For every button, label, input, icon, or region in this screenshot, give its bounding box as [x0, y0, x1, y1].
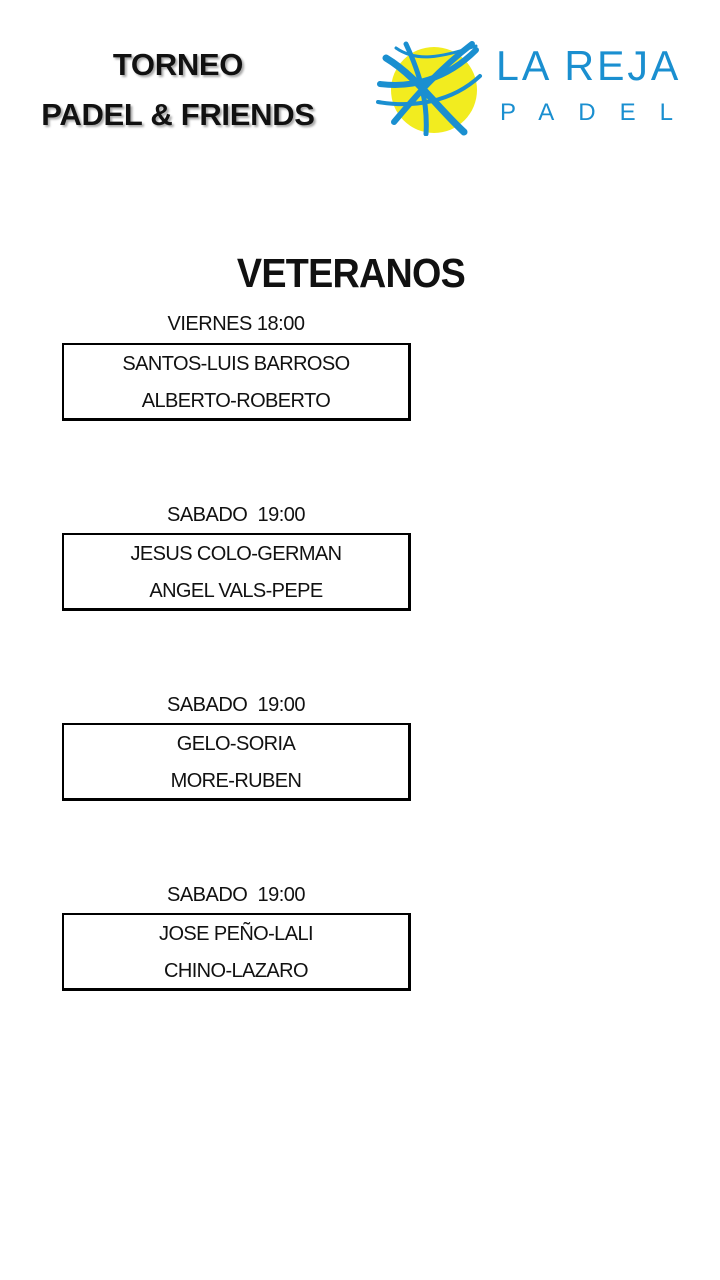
match-time: VIERNES 18:00	[167, 313, 305, 335]
team-1: SANTOS-LUIS BARROSO	[122, 353, 350, 375]
match-card: GELO-SORIA MORE-RUBEN	[62, 723, 411, 801]
team-1: GELO-SORIA	[176, 733, 296, 755]
team-1: JESUS COLO-GERMAN	[130, 543, 343, 565]
team-2: ANGEL VALS-PEPE	[149, 580, 323, 602]
match-card: SANTOS-LUIS BARROSO ALBERTO-ROBERTO	[62, 343, 411, 421]
title-line-1: TORNEO	[112, 47, 244, 82]
tournament-title: TORNEO PADEL & FRIENDS	[18, 40, 338, 140]
la-reja-padel-logo: LA REJA PADEL	[376, 36, 686, 136]
match-time: SABADO 19:00	[166, 504, 306, 526]
padel-ball-logo-icon	[376, 41, 482, 136]
team-1: JOSE PEÑO-LALI	[159, 923, 313, 945]
match-card: JOSE PEÑO-LALI CHINO-LAZARO	[62, 913, 411, 991]
team-2: MORE-RUBEN	[170, 770, 302, 792]
title-line-2: PADEL & FRIENDS	[41, 97, 315, 132]
team-2: ALBERTO-ROBERTO	[141, 390, 331, 412]
team-2: CHINO-LAZARO	[164, 960, 309, 982]
category-title: VETERANOS	[236, 250, 466, 296]
logo-subtitle: PADEL	[500, 99, 697, 126]
match-time: SABADO 19:00	[166, 694, 306, 716]
match-time: SABADO 19:00	[166, 884, 306, 906]
logo-name: LA REJA	[496, 42, 682, 89]
match-card: JESUS COLO-GERMAN ANGEL VALS-PEPE	[62, 533, 411, 611]
